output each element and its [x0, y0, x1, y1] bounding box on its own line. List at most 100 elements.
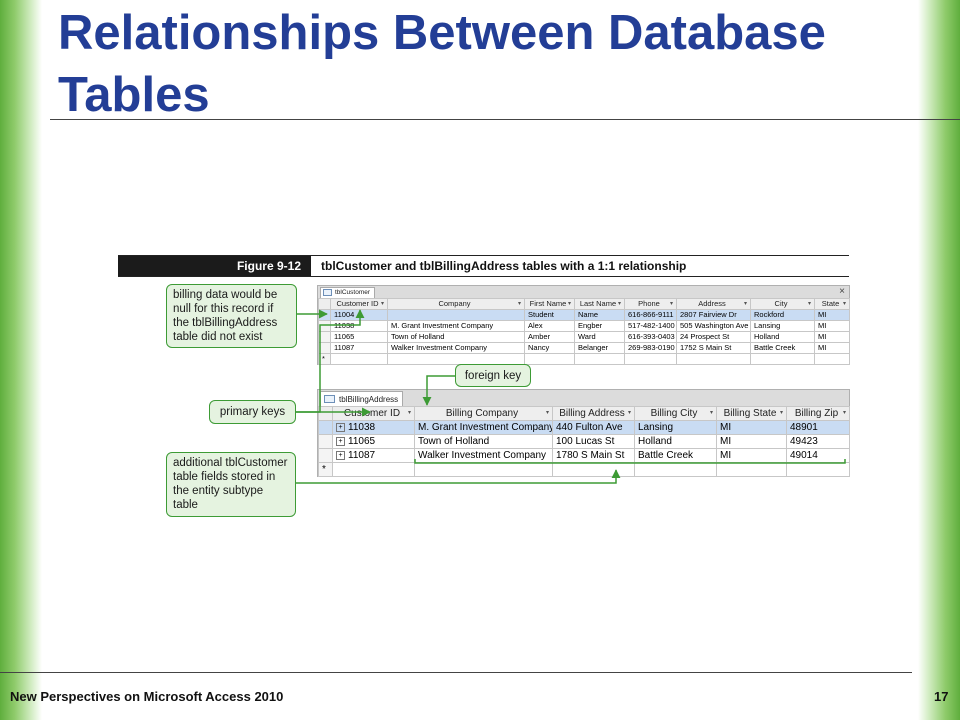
column-header[interactable]: Address▾ [676, 298, 751, 310]
figure-label: Figure 9-12 [118, 256, 311, 276]
close-icon[interactable]: × [839, 286, 845, 297]
table-row[interactable]: 11038 M. Grant Investment Company Alex E… [318, 320, 850, 332]
column-header[interactable]: Billing Company▾ [414, 406, 553, 421]
table-row[interactable]: 11004 Student Name 616-866-9111 2807 Fai… [318, 309, 850, 321]
cell[interactable]: +11038 [332, 420, 415, 435]
cell[interactable]: 49014 [786, 448, 850, 463]
column-header[interactable]: Last Name▾ [574, 298, 625, 310]
cell[interactable]: 2807 Fairview Dr [676, 309, 751, 321]
cell[interactable]: Town of Holland [387, 331, 525, 343]
cell[interactable]: Walker Investment Company [387, 342, 525, 354]
tab-tbl-billing-address[interactable]: tblBillingAddress [320, 391, 404, 407]
row-selector[interactable] [318, 434, 333, 449]
cell[interactable]: Battle Creek [634, 448, 717, 463]
cell[interactable]: M. Grant Investment Company [414, 420, 553, 435]
cell[interactable]: Engber [574, 320, 625, 332]
cell[interactable]: 11004 [330, 309, 388, 321]
cell[interactable]: Holland [634, 434, 717, 449]
cell[interactable]: 100 Lucas St [552, 434, 635, 449]
cell[interactable]: MI [814, 342, 850, 354]
row-selector[interactable] [318, 331, 331, 343]
row-selector[interactable] [318, 309, 331, 321]
column-header[interactable]: Company▾ [387, 298, 525, 310]
cell[interactable]: Lansing [750, 320, 815, 332]
cell[interactable]: Ward [574, 331, 625, 343]
cell[interactable]: Town of Holland [414, 434, 553, 449]
column-header[interactable]: Customer ID▾ [330, 298, 388, 310]
column-header[interactable]: Billing State▾ [716, 406, 787, 421]
cell[interactable]: 616-866-9111 [624, 309, 677, 321]
cell[interactable]: Alex [524, 320, 575, 332]
new-record-marker[interactable]: * [318, 353, 331, 365]
column-header[interactable]: Customer ID▾ [332, 406, 415, 421]
column-header[interactable]: Billing Zip▾ [786, 406, 850, 421]
cell[interactable]: 48901 [786, 420, 850, 435]
cell[interactable]: Walker Investment Company [414, 448, 553, 463]
cell[interactable]: +11087 [332, 448, 415, 463]
row-selector-header[interactable] [318, 298, 331, 310]
header-row: Customer ID▾ Billing Company▾ Billing Ad… [318, 406, 850, 421]
cell[interactable] [387, 309, 525, 321]
table-icon [324, 395, 335, 403]
table-icon [323, 289, 332, 296]
cell[interactable]: Rockford [750, 309, 815, 321]
table-row[interactable]: +11065 Town of Holland 100 Lucas St Holl… [318, 434, 850, 449]
row-selector[interactable] [318, 448, 333, 463]
row-selector[interactable] [318, 342, 331, 354]
cell[interactable]: MI [716, 434, 787, 449]
new-record-row[interactable]: * [318, 353, 850, 365]
header-row: Customer ID▾ Company▾ First Name▾ Last N… [318, 298, 850, 310]
row-selector[interactable] [318, 320, 331, 332]
table-row[interactable]: +11038 M. Grant Investment Company 440 F… [318, 420, 850, 435]
cell[interactable]: MI [814, 320, 850, 332]
tbl-customer-tabbar: tblCustomer × [318, 286, 849, 298]
cell[interactable]: Amber [524, 331, 575, 343]
column-header[interactable]: Billing Address▾ [552, 406, 635, 421]
row-selector-header[interactable] [318, 406, 333, 421]
expand-icon[interactable]: + [336, 422, 345, 432]
column-header[interactable]: First Name▾ [524, 298, 575, 310]
cell[interactable]: M. Grant Investment Company [387, 320, 525, 332]
column-header[interactable]: Phone▾ [624, 298, 677, 310]
column-header[interactable]: Billing City▾ [634, 406, 717, 421]
cell[interactable]: 49423 [786, 434, 850, 449]
table-row[interactable]: 11065 Town of Holland Amber Ward 616-393… [318, 331, 850, 343]
cell[interactable]: 1752 S Main St [676, 342, 751, 354]
expand-icon[interactable]: + [336, 436, 345, 446]
cell[interactable]: 616-393-0403 [624, 331, 677, 343]
cell[interactable]: 517-482-1400 [624, 320, 677, 332]
cell[interactable]: Holland [750, 331, 815, 343]
cell[interactable]: MI [814, 331, 850, 343]
cell[interactable]: 1780 S Main St [552, 448, 635, 463]
footer-divider [0, 672, 912, 673]
cell[interactable]: Battle Creek [750, 342, 815, 354]
left-green-border [0, 0, 42, 720]
cell[interactable]: 24 Prospect St [676, 331, 751, 343]
cell[interactable]: Belanger [574, 342, 625, 354]
expand-icon[interactable]: + [336, 450, 345, 460]
cell[interactable]: Lansing [634, 420, 717, 435]
cell[interactable]: MI [716, 448, 787, 463]
cell[interactable]: 505 Washington Ave [676, 320, 751, 332]
new-record-marker[interactable]: * [318, 462, 333, 477]
cell[interactable]: MI [814, 309, 850, 321]
title-divider [50, 119, 960, 120]
cell[interactable]: 440 Fulton Ave [552, 420, 635, 435]
cell[interactable]: 11038 [330, 320, 388, 332]
cell[interactable]: MI [716, 420, 787, 435]
tab-tbl-customer[interactable]: tblCustomer [320, 287, 376, 298]
cell[interactable]: Nancy [524, 342, 575, 354]
cell[interactable]: 269-983-0190 [624, 342, 677, 354]
cell[interactable]: 11087 [330, 342, 388, 354]
table-row[interactable]: 11087 Walker Investment Company Nancy Be… [318, 342, 850, 354]
cell[interactable]: Student [524, 309, 575, 321]
cell[interactable]: 11065 [330, 331, 388, 343]
column-header[interactable]: City▾ [750, 298, 815, 310]
new-record-row[interactable]: * [318, 462, 850, 477]
tab-label: tblCustomer [335, 289, 371, 296]
cell[interactable]: Name [574, 309, 625, 321]
row-selector[interactable] [318, 420, 333, 435]
cell[interactable]: +11065 [332, 434, 415, 449]
column-header[interactable]: State▾ [814, 298, 850, 310]
table-row[interactable]: +11087 Walker Investment Company 1780 S … [318, 448, 850, 463]
